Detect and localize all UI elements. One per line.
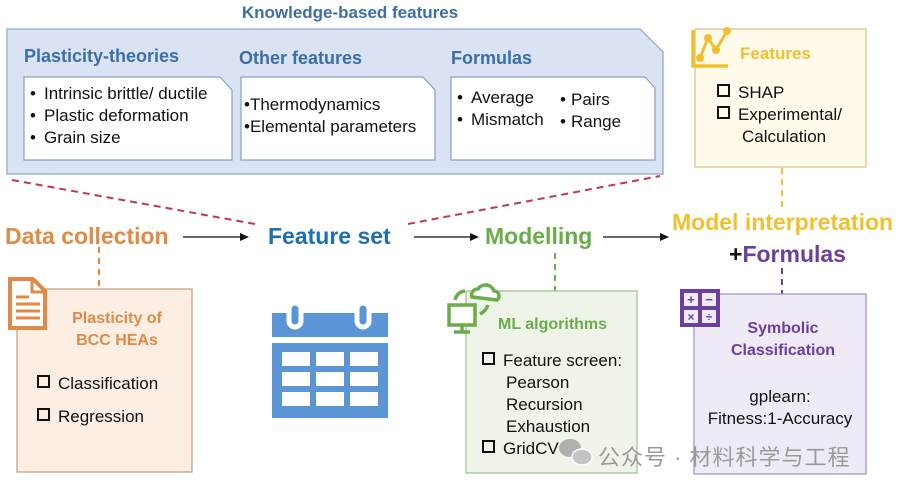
symbolic-box [693,293,867,475]
plasticity-card [23,76,233,161]
features-title: Features [740,44,811,63]
list-item: Classification [37,367,158,400]
list-item: •Pairs [560,90,610,109]
section-title-plasticity: Plasticity-theories [24,46,180,66]
checkbox-icon [37,375,50,388]
list-item: Regression [37,400,158,433]
other-features-list: •Thermodynamics •Elemental parameters [244,94,416,138]
sub-item: Exhaustion [506,417,591,436]
svg-text:÷: ÷ [706,310,713,324]
calculator-icon: + − × ÷ [680,289,720,327]
list-item: Experimental/ [717,104,842,126]
list-item: •Grain size [30,128,121,147]
data-box-list: Classification Regression [37,367,158,433]
list-item: Feature screen: [482,350,622,372]
svg-text:×: × [687,310,694,324]
step-plus-formulas: +Formulas [729,241,846,267]
list-item: •Plastic deformation [30,106,189,125]
ml-box-list: Feature screen: Pearson Recursion Exhaus… [482,350,622,460]
step-feature-set: Feature set [268,223,391,249]
wechat-icon [559,439,593,466]
features-box [694,28,867,168]
list-item: •Intrinsic brittle/ ductile [30,84,208,103]
checkbox-icon [717,84,730,97]
arrowhead [470,233,479,241]
list-item: •Range [560,112,622,131]
features-list: SHAP Experimental/ Calculation [717,82,842,148]
dashed-connector-right [407,175,661,225]
other-features-card [240,76,436,161]
formulas-list-col1: •Average •Mismatch [457,87,544,131]
list-item: •Average [457,88,535,107]
line-chart-icon [691,27,731,68]
list-item: SHAP [717,82,842,104]
arrowhead [660,233,669,241]
document-icon [8,277,47,330]
list-item: •Mismatch [457,110,544,129]
calendar-icon [272,300,388,418]
list-item: •Elemental parameters [244,117,417,136]
dashed-connector-left [11,179,256,225]
svg-text:−: − [705,292,713,307]
step-model-interpretation: Model interpretation [672,209,894,235]
svg-text:+: + [687,292,695,307]
ml-box-title: ML algorithms [498,316,608,333]
plasticity-list: •Intrinsic brittle/ ductile •Plastic def… [30,83,207,149]
list-item: •Thermodynamics [244,95,381,114]
section-title-formulas: Formulas [451,48,533,68]
checkbox-icon [37,408,50,421]
checkbox-icon [717,106,730,119]
step-modelling: Modelling [485,223,593,249]
symbolic-box-text: gplearn: Fitness:1-Accuracy [707,387,853,428]
step-data-collection: Data collection [5,223,169,249]
sub-item: Pearson [506,373,570,392]
knowledge-title: Knowledge-based features [241,3,459,22]
cloud-computer-icon [447,283,501,334]
data-box-title: Plasticity of BCC HEAs [72,310,162,349]
list-item: GridCV [482,438,622,460]
list-item-continuation: Calculation [742,127,827,146]
arrowhead [240,233,249,241]
section-title-other: Other features [239,48,363,68]
checkbox-icon [482,352,495,365]
watermark-text: 公众号 · 材料科学与工程 [598,445,851,470]
symbolic-box-title: Symbolic Classification [730,320,836,359]
sub-item: Recursion [506,395,583,414]
formulas-list-col2: •Pairs •Range [560,89,621,133]
checkbox-icon [482,440,495,453]
formulas-card [450,76,656,161]
